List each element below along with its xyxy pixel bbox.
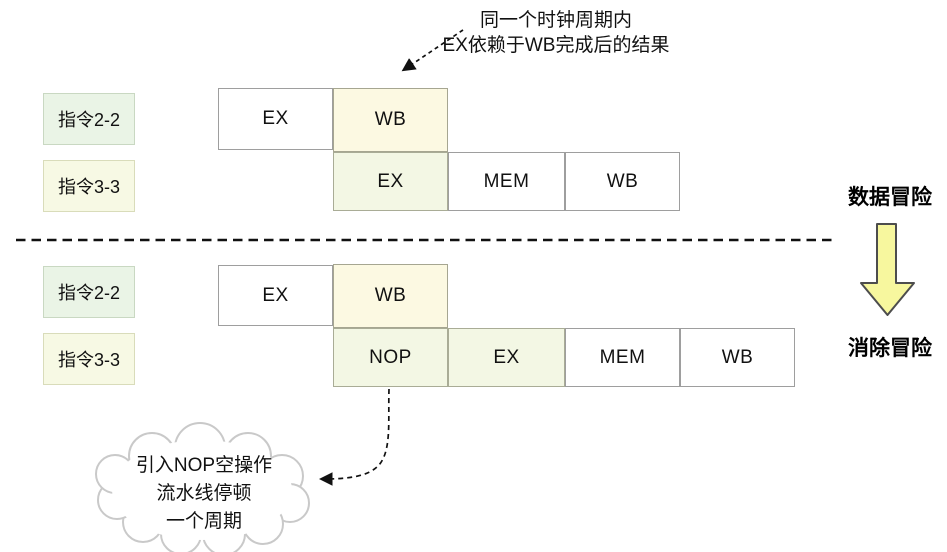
instruction-label-3-3: 指令3-3 (43, 333, 135, 385)
cloud-line3: 一个周期 (165, 511, 242, 532)
dashed-curve-arrow-icon (318, 388, 390, 486)
stage-cell-ex-highlight: EX (448, 328, 565, 387)
block-down-arrow-icon (860, 223, 915, 316)
caption-remove-hazard: 消除冒险 (848, 337, 932, 360)
stage-cell-mem: MEM (448, 152, 565, 211)
stage-cell-nop-highlight: NOP (333, 328, 448, 387)
top-annotation-line1: 同一个时钟周期内 (479, 10, 632, 31)
cloud-callout: 引入NOP空操作 流水线停顿 一个周期 (104, 452, 304, 536)
stage-cell-wb: WB (680, 328, 795, 387)
stage-cell-mem: MEM (565, 328, 680, 387)
instruction-label-2-2: 指令2-2 (43, 266, 135, 318)
stage-cell-ex-highlight: EX (333, 152, 448, 211)
stage-cell-wb: WB (565, 152, 680, 211)
caption-data-hazard: 数据冒险 (848, 186, 932, 209)
stage-cell-wb-highlight: WB (333, 264, 448, 328)
stage-cell-ex: EX (218, 265, 333, 326)
stage-cell-ex: EX (218, 88, 333, 150)
cloud-line2: 流水线停顿 (156, 483, 252, 504)
instruction-label-2-2: 指令2-2 (43, 93, 135, 145)
top-annotation: 同一个时钟周期内 EX依赖于WB完成后的结果 (400, 8, 712, 58)
top-annotation-line2: EX依赖于WB完成后的结果 (442, 35, 670, 56)
instruction-label-3-3: 指令3-3 (43, 160, 135, 212)
cloud-line1: 引入NOP空操作 (135, 455, 273, 476)
stage-cell-wb-highlight: WB (333, 88, 448, 152)
